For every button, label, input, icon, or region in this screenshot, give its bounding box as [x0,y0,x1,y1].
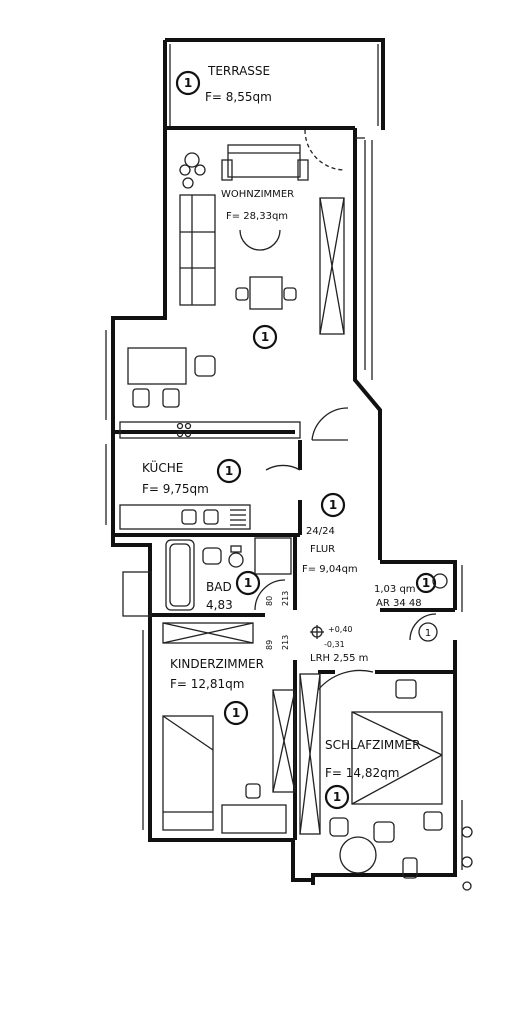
svg-text:80: 80 [265,596,274,606]
unit-badge [320,492,346,518]
svg-text:1: 1 [329,498,337,512]
left-windows [105,330,152,830]
room-bad: BAD 4,83 1 80 213 [206,570,290,612]
room-kinderzimmer: KINDERZIMMER F= 12,81qm 1 [170,657,264,726]
kinderzimmer-area: F= 12,81qm [170,677,244,691]
kinderzimmer-furniture: 89 213 [162,622,296,834]
svg-text:89: 89 [265,640,274,650]
svg-text:1: 1 [333,790,341,804]
svg-text:213: 213 [281,591,290,606]
unit-badge [223,700,249,726]
kinderzimmer-name: KINDERZIMMER [170,657,264,671]
room-terrasse: 1 TERRASSE F= 8,55qm [175,64,272,104]
unit-badge [415,572,437,594]
room-schlafzimmer: SCHLAFZIMMER F= 14,82qm 1 [324,738,420,810]
bad-area: 4,83 [206,598,233,612]
room-flur: 1 24/24 FLUR F= 9,04qm +0,40 -0,31 LRH 2… [302,492,368,664]
unit-badge [252,324,278,350]
svg-text:1: 1 [425,628,431,639]
svg-text:1: 1 [184,76,192,90]
flur-door-size: 24/24 [306,526,335,537]
room-ar: 1,03 qm AR 34 48 1 1 [374,572,448,642]
wohnzimmer-furniture [127,129,346,408]
unit-badge [175,70,201,96]
interior-walls [113,137,455,840]
svg-text:1: 1 [261,330,269,344]
level-top: +0,40 [328,625,353,634]
wohnzimmer-area: F= 28,33qm [226,211,288,222]
schlafzimmer-name: SCHLAFZIMMER [325,738,420,752]
flur-name: FLUR [310,544,335,555]
terrasse-area: F= 8,55qm [205,90,272,104]
svg-text:213: 213 [281,635,290,650]
kueche-name: KÜCHE [142,459,183,475]
unit-badge [216,458,242,484]
terrasse-name: TERRASSE [207,64,270,78]
room-wohnzimmer: WOHNZIMMER F= 28,33qm 1 [221,189,294,350]
svg-text:1: 1 [232,706,240,720]
right-edge-fixtures [461,826,473,891]
kueche-area: F= 9,75qm [142,482,209,496]
unit-badge [235,570,261,596]
unit-badge [324,784,350,810]
schlafzimmer-furniture [299,669,443,879]
bad-name: BAD [206,580,232,594]
svg-text:1: 1 [422,576,430,590]
svg-text:1: 1 [244,576,252,590]
exterior-walls [111,38,463,885]
flur-features [254,407,437,641]
room-kueche: KÜCHE F= 9,75qm 1 [142,458,242,496]
schlafzimmer-area: F= 14,82qm [325,766,399,780]
kueche-furniture [119,421,301,530]
ar-name: AR 34 48 [376,598,422,609]
lrh-label: LRH 2,55 m [310,653,368,664]
svg-text:1: 1 [225,464,233,478]
flur-area: F= 9,04qm [302,564,358,575]
wohnzimmer-name: WOHNZIMMER [221,189,294,200]
level-bottom: -0,31 [324,640,345,649]
ar-area: 1,03 qm [374,584,416,595]
bad-furniture [165,539,286,611]
